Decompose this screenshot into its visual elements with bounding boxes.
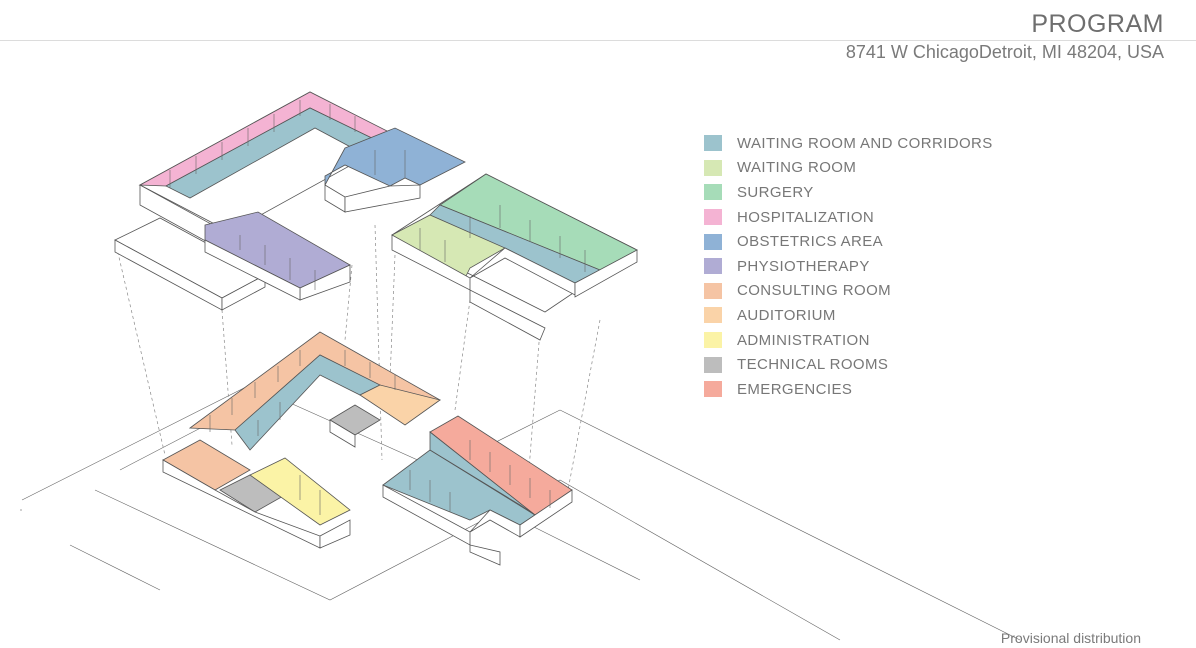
- legend-swatch: [704, 258, 722, 275]
- lower-right-building: [382, 415, 573, 566]
- legend-label: CONSULTING ROOM: [737, 282, 892, 300]
- footer-note: Provisional distribution: [1000, 630, 1141, 646]
- legend-item: WAITING ROOM AND CORRIDORS: [704, 131, 993, 156]
- legend-label: WAITING ROOM: [737, 159, 857, 177]
- legend-swatch: [704, 307, 722, 324]
- legend-label: OBSTETRICS AREA: [737, 233, 884, 251]
- legend-label: HOSPITALIZATION: [737, 208, 875, 226]
- legend-swatch: [704, 184, 722, 201]
- upper-right-building: [391, 173, 638, 341]
- legend-swatch: [704, 282, 722, 299]
- upper-left-building: [114, 91, 466, 311]
- legend-label: PHYSIOTHERAPY: [737, 257, 870, 275]
- legend-swatch: [704, 209, 722, 226]
- legend-item: HOSPITALIZATION: [704, 205, 993, 230]
- legend-swatch: [704, 135, 722, 152]
- legend-item: EMERGENCIES: [704, 377, 993, 402]
- legend-swatch: [704, 356, 722, 373]
- legend-item: CONSULTING ROOM: [704, 279, 993, 304]
- lower-left-building: [162, 331, 441, 549]
- legend-label: SURGERY: [737, 183, 814, 201]
- legend-label: ADMINISTRATION: [737, 331, 870, 349]
- address-subtitle: 8741 W ChicagoDetroit, MI 48204, USA: [845, 42, 1164, 62]
- legend-swatch: [704, 233, 722, 250]
- legend-label: AUDITORIUM: [737, 306, 836, 324]
- legend-label: WAITING ROOM AND CORRIDORS: [737, 134, 993, 152]
- legend-item: SURGERY: [704, 180, 993, 205]
- legend-item: OBSTETRICS AREA: [704, 229, 993, 254]
- legend-item: AUDITORIUM: [704, 303, 993, 328]
- legend-swatch: [704, 381, 722, 398]
- legend-label: EMERGENCIES: [737, 380, 853, 398]
- legend-item: PHYSIOTHERAPY: [704, 254, 993, 279]
- page-title: PROGRAM: [1031, 10, 1164, 38]
- legend-swatch: [704, 332, 722, 349]
- legend-label: TECHNICAL ROOMS: [737, 356, 889, 374]
- legend-swatch: [704, 159, 722, 176]
- legend-item: ADMINISTRATION: [704, 328, 993, 353]
- program-legend: WAITING ROOM AND CORRIDORS WAITING ROOM …: [704, 131, 993, 402]
- legend-item: WAITING ROOM: [704, 156, 993, 181]
- header-divider: [0, 40, 1196, 41]
- legend-item: TECHNICAL ROOMS: [704, 352, 993, 377]
